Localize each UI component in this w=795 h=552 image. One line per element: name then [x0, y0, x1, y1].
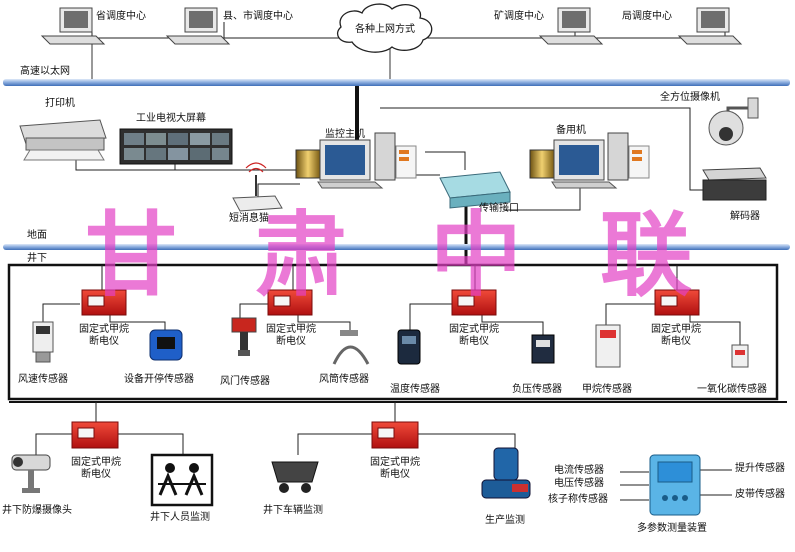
- air-door-label: 风门传感器: [220, 376, 270, 387]
- bureau-center-label: 局调度中心: [622, 11, 672, 22]
- breaker-icon: [654, 289, 700, 316]
- computer-icon: [538, 7, 604, 45]
- county-city-center-label: 县、市调度中心: [223, 11, 293, 22]
- tv-wall-label: 工业电视大屏幕: [136, 113, 206, 124]
- temperature-sensor-icon: [397, 329, 421, 365]
- breaker-icon: [451, 289, 497, 316]
- breaker-label: 固定式甲烷断电仪: [266, 324, 316, 347]
- temperature-label: 温度传感器: [390, 384, 440, 395]
- transmission-label: 传输接口: [479, 203, 519, 214]
- center-drops: [91, 38, 391, 79]
- ethernet-bus: [3, 79, 790, 86]
- air-duct-label: 风筒传感器: [319, 374, 369, 385]
- breaker-label: 固定式甲烷断电仪: [651, 324, 701, 347]
- cloud-label: 各种上网方式: [355, 24, 415, 35]
- watermark-char: 中: [430, 201, 523, 309]
- ptz-camera-icon: [708, 97, 759, 146]
- breaker-label: 固定式甲烷断电仪: [71, 457, 121, 480]
- printer-icon: [19, 119, 107, 161]
- watermark-char: 联: [600, 201, 693, 309]
- monitor-host-label: 监控主机: [325, 129, 365, 140]
- sms-modem-label: 短消息猫: [229, 213, 269, 224]
- equipment-switch-label: 设备开停传感器: [124, 374, 194, 385]
- methane-sensor-icon: [595, 324, 621, 368]
- breaker-label: 固定式甲烷断电仪: [79, 324, 129, 347]
- mine-cart-icon: [271, 461, 319, 493]
- negative-pressure-label: 负压传感器: [512, 384, 562, 395]
- computer-icon: [165, 7, 231, 45]
- wind-speed-label: 风速传感器: [18, 374, 68, 385]
- breaker-icon: [371, 421, 419, 449]
- underground-label: 井下: [27, 253, 47, 264]
- decoder-icon: [702, 167, 767, 201]
- monitor-host-icon: [295, 132, 417, 189]
- breaker-icon: [71, 421, 119, 449]
- production-pump-icon: [481, 447, 531, 499]
- mine-center-label: 矿调度中心: [494, 11, 544, 22]
- multi-param-device-icon: [649, 454, 701, 516]
- ground-label: 地面: [27, 230, 47, 241]
- row2-wiring: [35, 402, 732, 501]
- row1-wiring: [42, 265, 741, 345]
- nuclear-scale-label: 核子称传感器: [548, 494, 608, 505]
- equipment-switch-sensor-icon: [149, 329, 183, 361]
- explosion-proof-camera-icon: [11, 454, 51, 493]
- watermark-char: 甘: [85, 201, 178, 309]
- breaker-icon: [81, 289, 127, 316]
- transmission-interface-icon: [439, 171, 511, 209]
- co-sensor-icon: [731, 344, 749, 368]
- backup-host-icon: [529, 132, 650, 189]
- decoder-label: 解码器: [730, 211, 760, 222]
- production-label: 生产监测: [485, 515, 525, 526]
- ethernet-label: 高速以太网: [20, 66, 70, 77]
- mine-backbone-box: [7, 263, 779, 401]
- ground-bus: [3, 244, 790, 250]
- voltage-sensor-label: 电压传感器: [554, 478, 604, 489]
- methane-sensor-label: 甲烷传感器: [582, 384, 632, 395]
- tv-wall-icon: [119, 128, 233, 165]
- computer-icon: [40, 7, 106, 45]
- hoist-sensor-label: 提升传感器: [735, 463, 785, 474]
- printer-label: 打印机: [45, 98, 75, 109]
- breaker-label: 固定式甲烷断电仪: [370, 457, 420, 480]
- air-duct-sensor-icon: [332, 330, 370, 365]
- province-center-label: 省调度中心: [96, 11, 146, 22]
- cloud-shape: [337, 3, 433, 53]
- air-door-sensor-icon: [231, 317, 257, 356]
- watermark-char: 肃: [255, 201, 348, 309]
- wind-speed-sensor-icon: [32, 321, 54, 363]
- personnel-monitor-icon: [150, 453, 214, 507]
- breaker-label: 固定式甲烷断电仪: [449, 324, 499, 347]
- ptz-camera-label: 全方位摄像机: [660, 92, 720, 103]
- personnel-label: 井下人员监测: [150, 512, 210, 523]
- multi-device-label: 多参数测量装置: [637, 523, 707, 534]
- sms-modem-icon: [232, 162, 283, 212]
- current-sensor-label: 电流传感器: [554, 465, 604, 476]
- backup-host-label: 备用机: [556, 125, 586, 136]
- belt-sensor-label: 皮带传感器: [735, 489, 785, 500]
- explosion-camera-label: 井下防爆摄像头: [2, 505, 72, 516]
- vehicle-label: 井下车辆监测: [263, 505, 323, 516]
- co-sensor-label: 一氧化碳传感器: [697, 384, 767, 395]
- negative-pressure-sensor-icon: [531, 334, 555, 364]
- breaker-icon: [267, 289, 313, 316]
- computer-icon: [677, 7, 743, 45]
